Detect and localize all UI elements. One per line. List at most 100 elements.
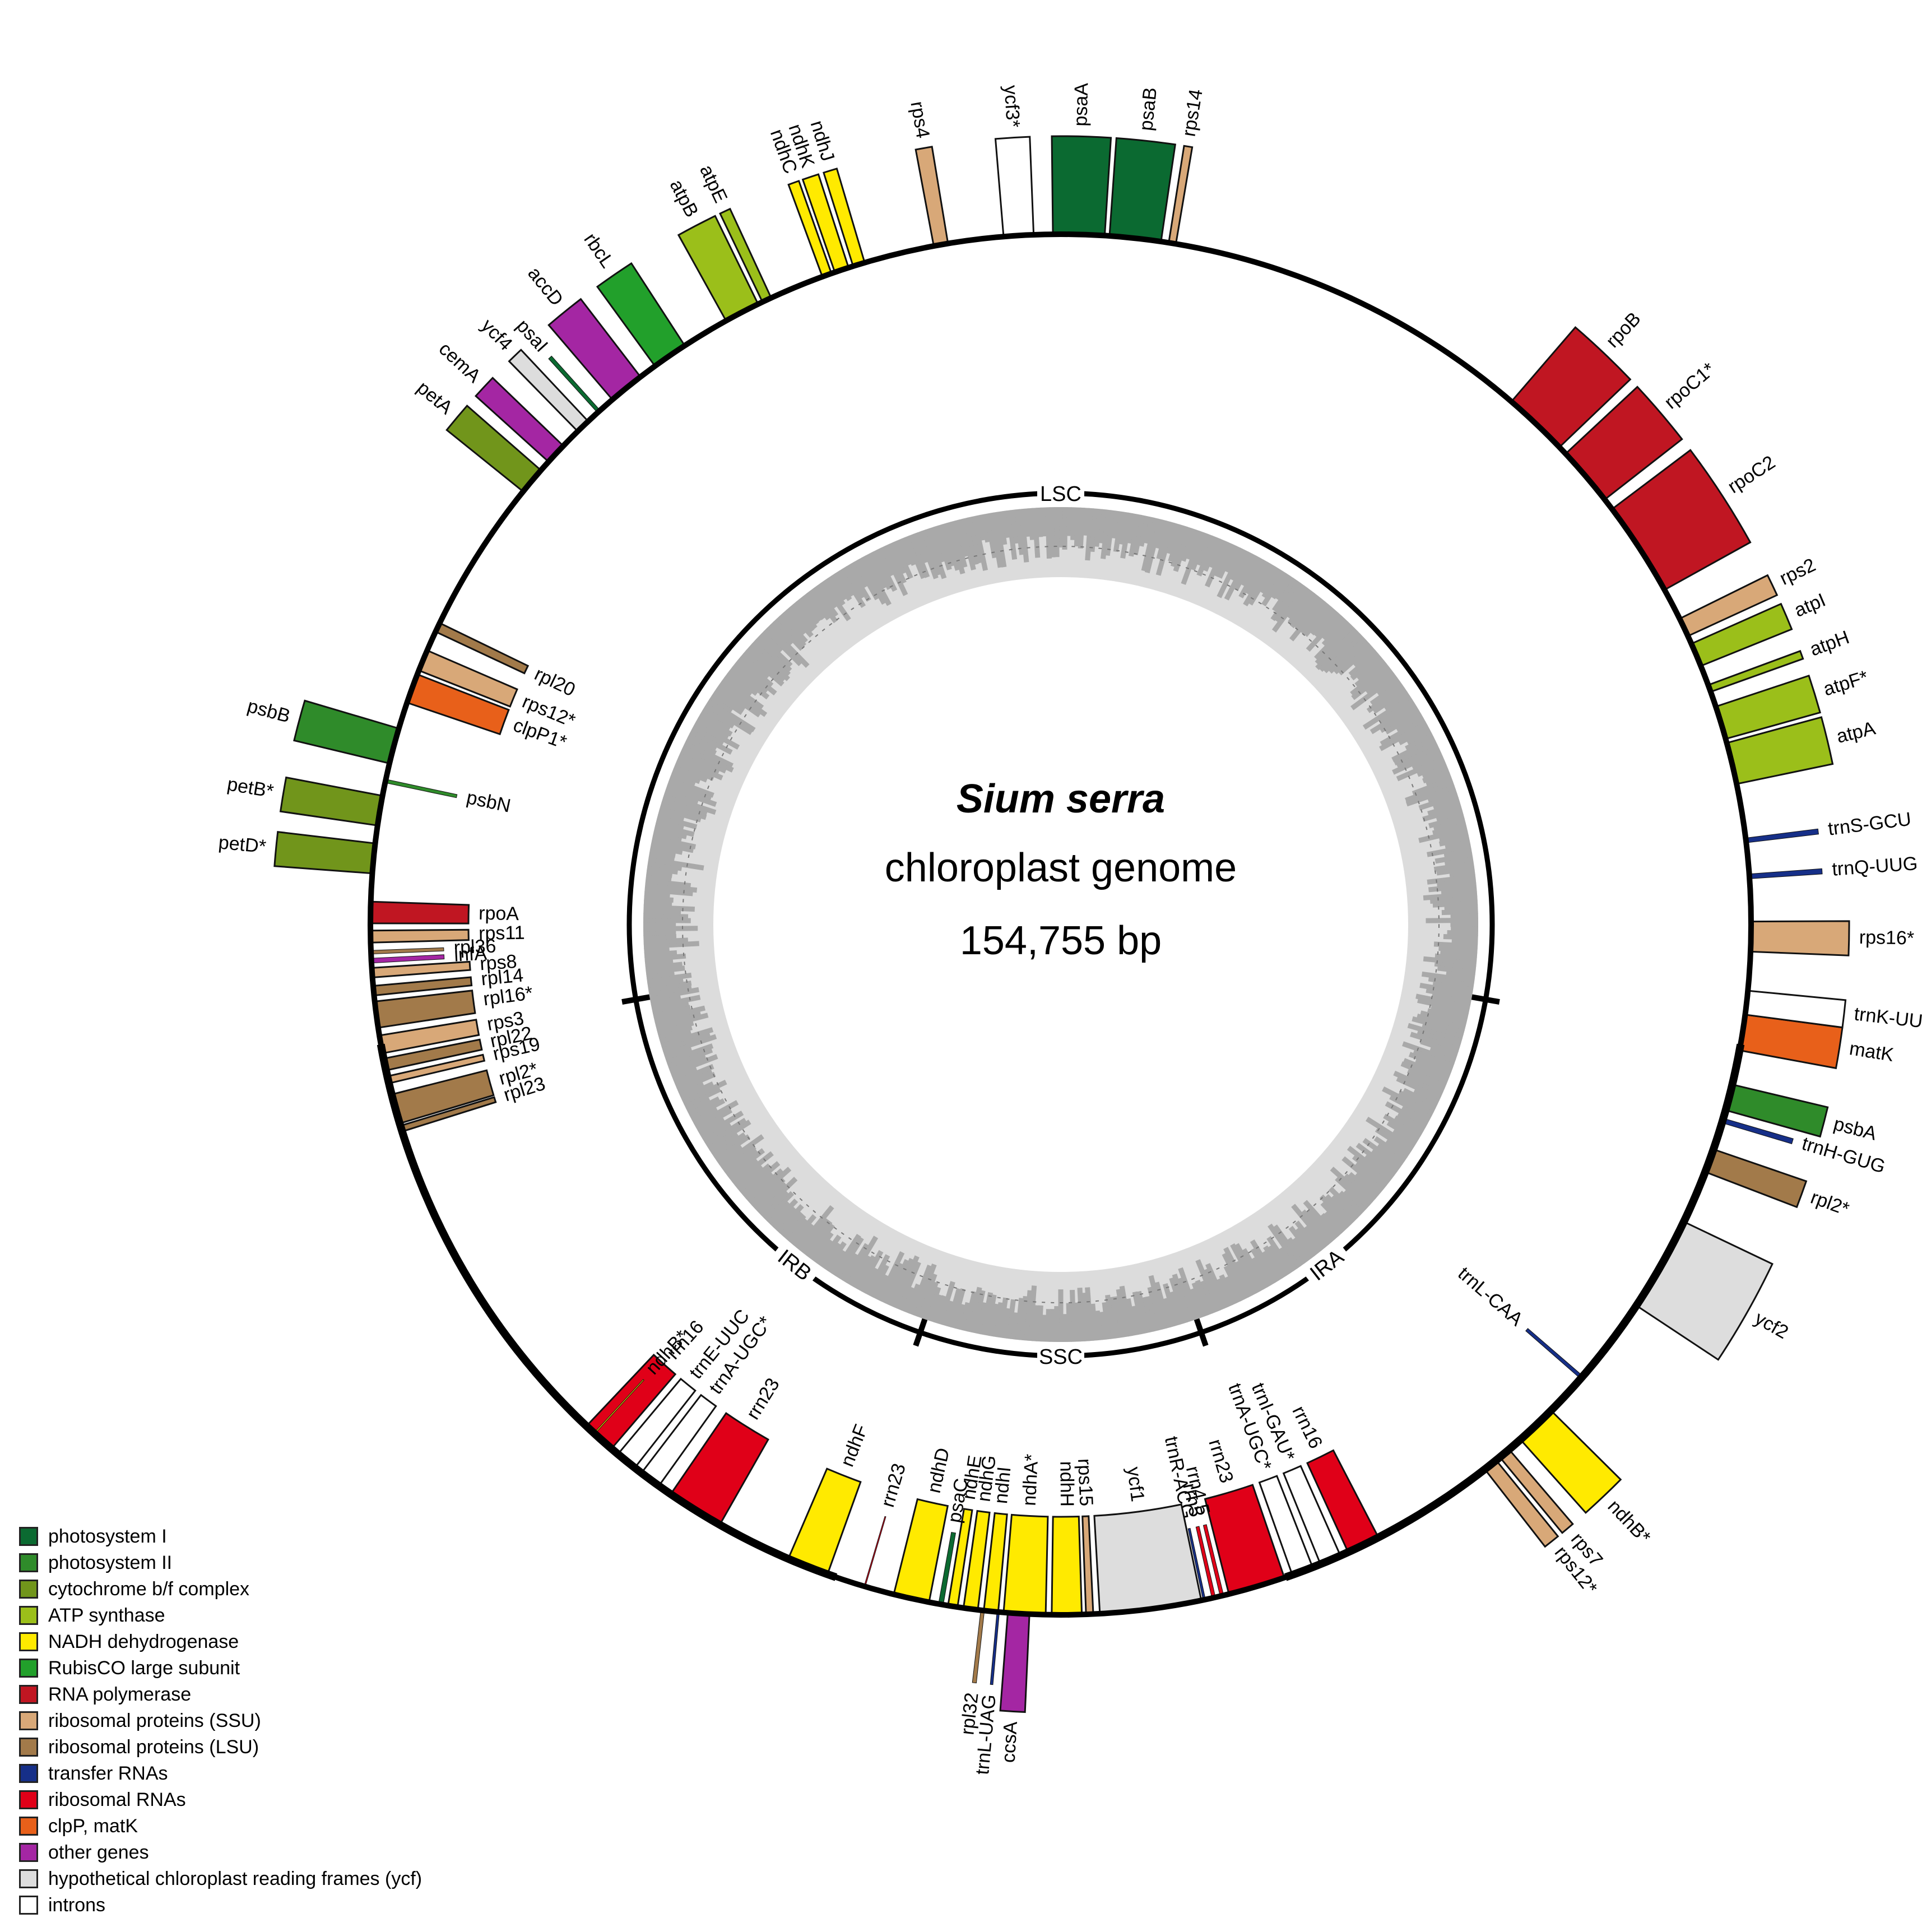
- gene-label: psbB: [245, 695, 293, 727]
- svg-text:SSC: SSC: [1039, 1345, 1083, 1369]
- genome-size: 154,755 bp: [959, 918, 1162, 963]
- gene-label: rps2: [1776, 554, 1819, 589]
- legend-item: ATP synthase: [19, 1602, 422, 1628]
- gene-label: rpl14: [480, 964, 524, 990]
- gene-label: ndhH: [1056, 1461, 1078, 1507]
- legend-swatch: [19, 1684, 38, 1704]
- legend-label: ribosomal RNAs: [48, 1789, 186, 1810]
- legend-label: RNA polymerase: [48, 1683, 192, 1705]
- legend-item: photosystem I: [19, 1523, 422, 1549]
- legend-label: photosystem I: [48, 1525, 167, 1547]
- legend-swatch: [19, 1763, 38, 1783]
- gene-block: [914, 146, 949, 247]
- gene-label: atpA: [1835, 718, 1878, 747]
- gene-label: psaA: [1070, 82, 1092, 127]
- legend-item: RubisCO large subunit: [19, 1655, 422, 1681]
- gene-label: ndhI: [990, 1466, 1015, 1505]
- legend-swatch: [19, 1579, 38, 1599]
- legend-swatch: [19, 1658, 38, 1678]
- legend-swatch: [19, 1895, 38, 1915]
- gene-track: psbAtrnH-GUGmatKtrnK-UUU*rps16*trnQ-UUGt…: [217, 82, 1922, 1776]
- species-name: Sium serra: [956, 777, 1166, 821]
- legend-label: photosystem II: [48, 1552, 173, 1573]
- legend-swatch: [19, 1737, 38, 1757]
- legend-swatch: [19, 1632, 38, 1651]
- gene-label: psbN: [465, 787, 513, 817]
- gene-block: [370, 947, 444, 955]
- gene-label: ndhF: [837, 1422, 872, 1470]
- gene-block: [1051, 135, 1112, 237]
- legend-item: NADH dehydrogenase: [19, 1628, 422, 1655]
- legend-label: hypothetical chloroplast reading frames …: [48, 1868, 423, 1889]
- region-label: LSC: [1037, 481, 1084, 506]
- legend-swatch: [19, 1553, 38, 1572]
- legend-label: ATP synthase: [48, 1604, 165, 1626]
- legend-label: RubisCO large subunit: [48, 1657, 240, 1679]
- gene-block: [370, 960, 471, 979]
- gene-block: [293, 699, 400, 765]
- gene-label: ycf2: [1751, 1307, 1792, 1343]
- gene-block: [990, 1611, 1000, 1685]
- legend-item: transfer RNAs: [19, 1760, 422, 1786]
- legend-label: NADH dehydrogenase: [48, 1631, 239, 1652]
- gene-label: cemA: [435, 338, 485, 387]
- gene-label: rrn23: [1204, 1437, 1237, 1485]
- gene-label: rpoB: [1602, 308, 1645, 352]
- region-boundary-tick: [913, 1318, 928, 1347]
- gene-label: rps16*: [1859, 927, 1914, 949]
- gene-block: [384, 779, 458, 798]
- gene-label: atpH: [1807, 626, 1852, 660]
- legend-swatch: [19, 1842, 38, 1862]
- legend-item: RNA polymerase: [19, 1681, 422, 1707]
- legend-item: photosystem II: [19, 1549, 422, 1576]
- gene-block: [893, 1498, 949, 1604]
- gene-label: trnQ-UUG: [1831, 853, 1918, 880]
- gc-content-ring: [643, 507, 1479, 1343]
- legend-item: introns: [19, 1892, 422, 1918]
- legend-swatch: [19, 1526, 38, 1546]
- gene-label: petA: [413, 377, 457, 419]
- gene-label: rpoC2: [1724, 452, 1779, 498]
- gene-label: psaI: [512, 315, 552, 356]
- gene-block: [1635, 1220, 1774, 1361]
- gene-block: [999, 1611, 1030, 1713]
- gene-label: atpB: [666, 176, 703, 221]
- gene-label: psaB: [1135, 86, 1161, 132]
- legend: photosystem I photosystem II cytochrome …: [19, 1523, 422, 1918]
- legend-swatch: [19, 1790, 38, 1809]
- genome-subtitle: chloroplast genome: [884, 846, 1237, 890]
- gene-block: [994, 136, 1035, 238]
- gene-block: [1081, 1515, 1094, 1615]
- legend-swatch: [19, 1816, 38, 1836]
- gene-label: rps8: [479, 951, 518, 975]
- legend-label: ribosomal proteins (LSU): [48, 1736, 259, 1758]
- gene-label: rps11: [479, 922, 525, 944]
- gene-label: rpoA: [479, 903, 519, 925]
- gene-label: ycf1: [1123, 1466, 1149, 1503]
- gene-label: rrn23: [877, 1461, 910, 1510]
- gene-block: [1704, 1148, 1808, 1209]
- region-boundary-tick: [621, 994, 651, 1005]
- gene-label: ycf3*: [1000, 85, 1024, 128]
- region-boundary-tick: [1471, 994, 1500, 1005]
- gene-label: rpl36: [453, 935, 496, 958]
- legend-item: ribosomal proteins (SSU): [19, 1707, 422, 1734]
- legend-item: hypothetical chloroplast reading frames …: [19, 1865, 422, 1892]
- gene-label: matK: [1848, 1038, 1896, 1066]
- gene-label: ycf4: [477, 315, 517, 355]
- legend-label: transfer RNAs: [48, 1762, 168, 1784]
- gene-label: ccsA: [998, 1721, 1022, 1763]
- gene-label: rbcL: [579, 229, 618, 272]
- svg-text:LSC: LSC: [1040, 482, 1081, 506]
- legend-item: other genes: [19, 1839, 422, 1865]
- gene-label: atpF*: [1821, 667, 1871, 700]
- gene-label: rps14: [1178, 87, 1207, 138]
- gene-block: [1749, 868, 1823, 879]
- gene-label: atpI: [1791, 589, 1829, 621]
- gc-50-percent-line: [682, 546, 1440, 1303]
- gene-block: [972, 1610, 985, 1684]
- gene-block: [1002, 1513, 1049, 1616]
- gene-label: ndhA*: [1019, 1453, 1043, 1507]
- gene-label: rps4: [906, 100, 934, 140]
